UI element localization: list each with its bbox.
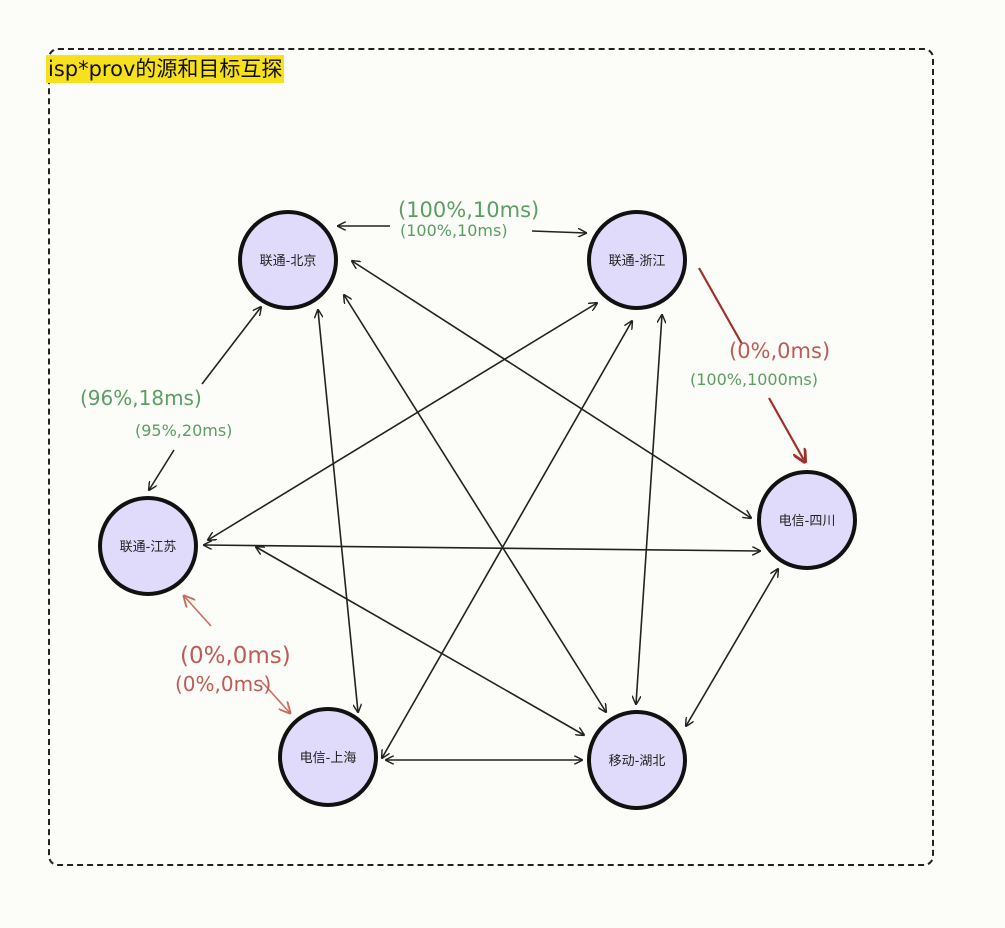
edge-sc-hb: [686, 569, 778, 726]
edge-bj-sc: [352, 261, 751, 518]
node-js: 联通-江苏: [98, 496, 198, 596]
node-hb: 移动-湖北: [587, 710, 687, 810]
node-label-sh: 电信-上海: [300, 751, 357, 766]
edge-js-hb: [256, 547, 584, 735]
label-zj-sc-secondary: (100%,1000ms): [690, 370, 818, 389]
edge-zj-sc-bottom: [768, 397, 805, 462]
edge-sh-js: [184, 596, 212, 627]
label-js-sh-primary: (0%,0ms): [180, 643, 291, 669]
label-zj-sc-primary: (0%,0ms): [729, 339, 830, 363]
label-js-sh-secondary: (0%,0ms): [175, 672, 271, 696]
edge-js-sc: [204, 545, 760, 551]
node-bj: 联通-北京: [238, 210, 338, 310]
label-bj-zj-secondary: (100%,10ms): [400, 221, 508, 240]
node-label-bj: 联通-北京: [260, 254, 317, 269]
edge-zj-sc-top: [698, 267, 743, 345]
node-label-hb: 移动-湖北: [609, 754, 666, 769]
diagram-title: isp*prov的源和目标互探: [46, 55, 285, 83]
edge-bj-js-bottom: [149, 449, 175, 490]
node-label-zj: 联通-浙江: [609, 254, 666, 269]
label-bj-js-primary: (96%,18ms): [80, 386, 202, 410]
edge-bj-js-top: [201, 307, 261, 385]
label-bj-js-secondary: (95%,20ms): [135, 421, 232, 440]
edge-bj-sh: [318, 310, 358, 712]
node-label-js: 联通-江苏: [120, 539, 177, 555]
edge-bj-zj-right: [531, 231, 586, 233]
edge-bj-hb: [344, 295, 606, 712]
node-sc: 电信-四川: [757, 470, 857, 570]
dashed-frame: [48, 48, 934, 866]
node-sh: 电信-上海: [278, 707, 378, 807]
node-label-sc: 电信-四川: [779, 514, 836, 529]
label-bj-zj-primary: (100%,10ms): [398, 198, 539, 222]
edge-zj-js: [208, 303, 597, 540]
node-zj: 联通-浙江: [587, 210, 687, 310]
edge-js-sh: [261, 681, 290, 713]
edge-zj-hb: [636, 315, 662, 704]
